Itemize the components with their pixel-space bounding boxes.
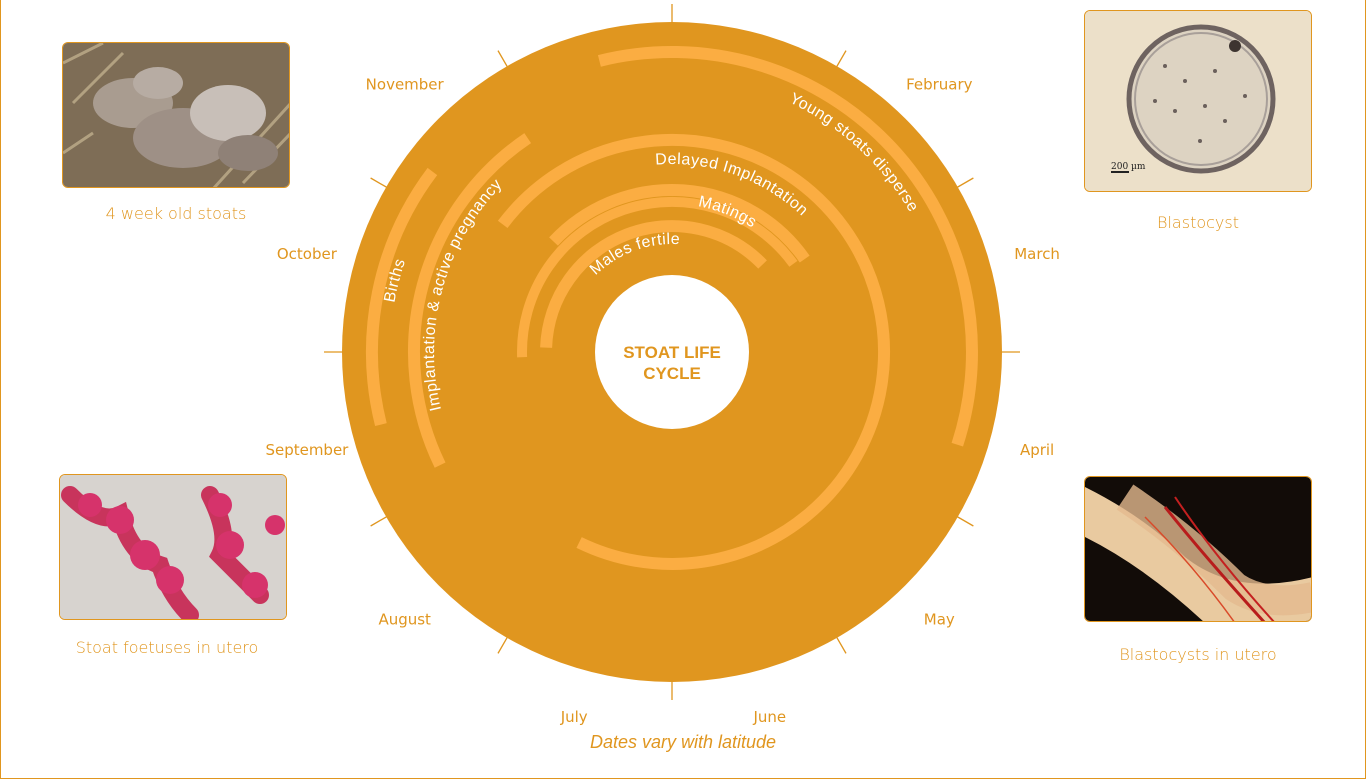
month-label: March (1014, 245, 1060, 263)
center-label-line-1: STOAT LIFE (623, 343, 721, 362)
cycle-arc-band (549, 183, 810, 263)
photo-4-week-old-stoats (62, 42, 290, 188)
month-label: April (1020, 441, 1054, 459)
month-label: February (906, 76, 973, 94)
cycle-arc-band (517, 196, 798, 358)
month-label: May (924, 610, 955, 628)
photo-stoat-foetuses (59, 474, 287, 620)
caption-stoat-foetuses: Stoat foetuses in utero (75, 638, 259, 657)
photo-blastocysts-in-utero (1084, 476, 1312, 622)
cycle-arc-band (540, 220, 767, 348)
cycle-arcs (366, 45, 978, 570)
month-label: September (265, 441, 349, 459)
cycle-arc-band (407, 133, 532, 468)
month-label: August (378, 610, 431, 628)
caption-blastocyst: Blastocyst (1157, 213, 1239, 232)
month-label: June (752, 708, 786, 726)
footer-note: Dates vary with latitude (589, 732, 777, 752)
photo-blastocyst: 200 µm (1084, 10, 1312, 192)
caption-blastocysts-in-utero: Blastocysts in utero (1119, 645, 1277, 664)
month-label: November (366, 76, 445, 94)
month-label: October (277, 245, 338, 263)
month-labels: JanuaryFebruaryMarchAprilMayJuneJulyAugu… (265, 76, 1060, 726)
cycle-arc-band (497, 133, 890, 570)
month-label: July (560, 708, 588, 726)
cycle-arc-band (597, 45, 978, 447)
center-hole (595, 275, 749, 429)
cycle-arc-band (366, 167, 438, 427)
scale-bar-label: 200 µm (1111, 162, 1146, 172)
center-label-line-2: CYCLE (643, 364, 701, 383)
caption-4-week-old-stoats: 4 week old stoats (105, 204, 247, 223)
